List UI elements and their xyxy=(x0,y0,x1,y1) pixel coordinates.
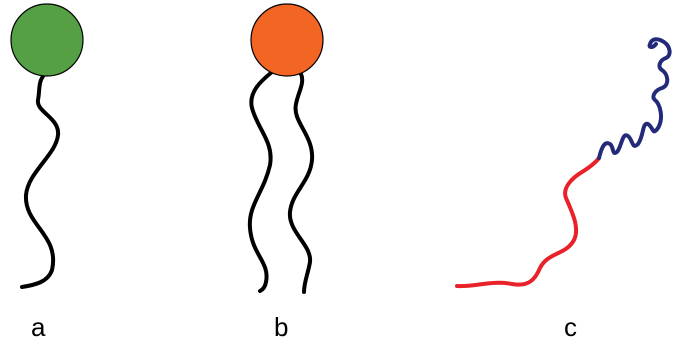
panel-b: b xyxy=(250,4,323,339)
panel-a: a xyxy=(11,4,83,339)
panel-c-red-segment xyxy=(457,158,599,286)
panel-b-label: b xyxy=(274,312,288,339)
panel-b-tail-right xyxy=(290,72,312,292)
panel-a-head xyxy=(11,4,83,76)
panel-a-label: a xyxy=(31,312,46,339)
panel-c-blue-segment xyxy=(599,39,670,158)
panel-b-tail-left xyxy=(250,72,272,291)
panel-c: c xyxy=(457,39,670,339)
panel-c-label: c xyxy=(564,312,577,339)
panel-b-head xyxy=(251,4,323,76)
panel-a-tail xyxy=(22,75,58,287)
